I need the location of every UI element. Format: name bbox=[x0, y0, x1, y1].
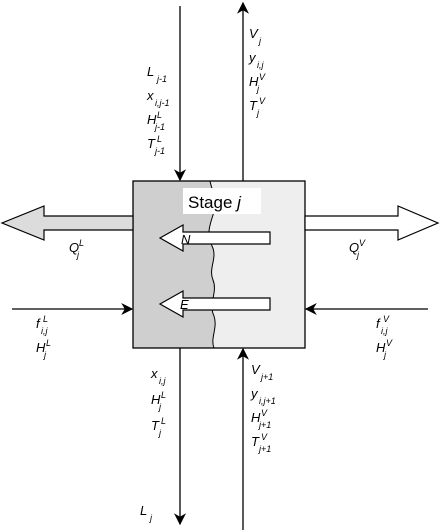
bottom-right-inflow-term-2: H bbox=[251, 410, 261, 425]
bottom-left-outflow-term-2: T bbox=[151, 418, 160, 433]
top-right-outflow-term-0-subscript: j bbox=[258, 36, 262, 46]
top-right-outflow-term-2-subscript: j bbox=[256, 84, 260, 94]
heat-right-term-0-subscript: j bbox=[356, 250, 360, 260]
liquid-heat-arrow bbox=[0, 205, 134, 241]
bottom-left-outflow-term-1: H bbox=[151, 392, 161, 407]
feed-left-term-0: f bbox=[36, 316, 41, 331]
feed-right-term-0: f bbox=[376, 316, 381, 331]
top-left-inflow-term-2-subscript: j-1 bbox=[154, 122, 165, 132]
feed-right-term-0-superscript: V bbox=[383, 314, 390, 324]
bottom-right-inflow-term-1: y bbox=[250, 386, 259, 401]
bottom-left-outflow-term-2-superscript: L bbox=[161, 416, 166, 426]
bottom-right-inflow-term-2-subscript: j+1 bbox=[258, 420, 271, 430]
top-right-outflow-term-0: V bbox=[249, 26, 259, 41]
feed-left-term-1-subscript: j bbox=[43, 350, 47, 360]
stage-title: Stage j bbox=[188, 193, 242, 212]
mass-flux-arrow bbox=[158, 223, 271, 253]
top-left-inflow-term-2: H bbox=[147, 112, 157, 127]
bottom-left-outflow-term-0: x bbox=[150, 366, 158, 381]
top-right-outflow-term-2-superscript: V bbox=[259, 72, 266, 82]
top-left-inflow-term-0-subscript: j-1 bbox=[156, 74, 167, 84]
bottom-right-inflow-term-1-subscript: i,j+1 bbox=[259, 396, 276, 406]
bottom-right-inflow-term-3-superscript: V bbox=[261, 432, 268, 442]
energy-flux-label: E bbox=[180, 297, 189, 312]
feed-right-term-0-subscript: i,j bbox=[381, 326, 389, 336]
stage-title-background bbox=[183, 188, 261, 214]
energy-flux-arrow bbox=[158, 289, 271, 319]
top-left-inflow-term-3-superscript: L bbox=[157, 134, 162, 144]
top-left-inflow-term-3-subscript: j-1 bbox=[154, 146, 165, 156]
feed-left-term-1-superscript: L bbox=[46, 338, 51, 348]
bottom-left-outflow-term-0-subscript: i,j bbox=[159, 376, 167, 386]
feed-right-term-1-superscript: V bbox=[386, 338, 393, 348]
stage-box bbox=[132, 180, 306, 349]
feed-left-term-0-subscript: i,j bbox=[41, 326, 49, 336]
bottom-left-flow-term-0: L bbox=[140, 503, 147, 518]
top-right-outflow-term-1-subscript: i,j bbox=[257, 60, 265, 70]
bottom-right-inflow-term-3-subscript: j+1 bbox=[258, 444, 271, 454]
heat-right-term-0-superscript: V bbox=[359, 238, 366, 248]
top-right-outflow-term-2: H bbox=[249, 74, 259, 89]
top-left-inflow-term-2-superscript: L bbox=[157, 110, 162, 120]
top-right-outflow-term-3-superscript: V bbox=[259, 96, 266, 106]
bottom-left-outflow-term-1-superscript: L bbox=[161, 390, 166, 400]
bottom-right-inflow-term-3: T bbox=[251, 434, 260, 449]
top-right-outflow-term-3: T bbox=[249, 98, 258, 113]
top-left-inflow-term-3: T bbox=[147, 136, 156, 151]
bottom-right-inflow-term-0: V bbox=[251, 362, 261, 377]
vapor-heat-arrow bbox=[304, 205, 440, 241]
feed-right-term-1: H bbox=[376, 340, 386, 355]
feed-left-term-0-superscript: L bbox=[43, 314, 48, 324]
heat-left-term-0-superscript: L bbox=[79, 238, 84, 248]
bottom-left-flow-term-0-subscript: j bbox=[149, 513, 153, 523]
heat-left-term-0: Q bbox=[69, 240, 79, 255]
feed-right-term-1-subscript: j bbox=[383, 350, 387, 360]
feed-left-term-1: H bbox=[36, 340, 46, 355]
top-left-inflow-term-0: L bbox=[147, 64, 154, 79]
top-left-inflow-term-1: x bbox=[146, 88, 154, 103]
heat-right-term-0: Q bbox=[349, 240, 359, 255]
heat-left-term-0-subscript: j bbox=[76, 250, 80, 260]
bottom-left-outflow-term-1-subscript: j bbox=[158, 402, 162, 412]
top-left-inflow-term-1-subscript: i,j-1 bbox=[155, 98, 170, 108]
mass-flux-label: N bbox=[181, 232, 191, 247]
top-right-outflow-term-3-subscript: j bbox=[256, 108, 260, 118]
bottom-left-outflow-term-2-subscript: j bbox=[158, 428, 162, 438]
top-right-outflow-term-1: y bbox=[248, 50, 257, 65]
bottom-right-inflow-term-0-subscript: j+1 bbox=[260, 372, 273, 382]
bottom-right-inflow-term-2-superscript: V bbox=[261, 408, 268, 418]
